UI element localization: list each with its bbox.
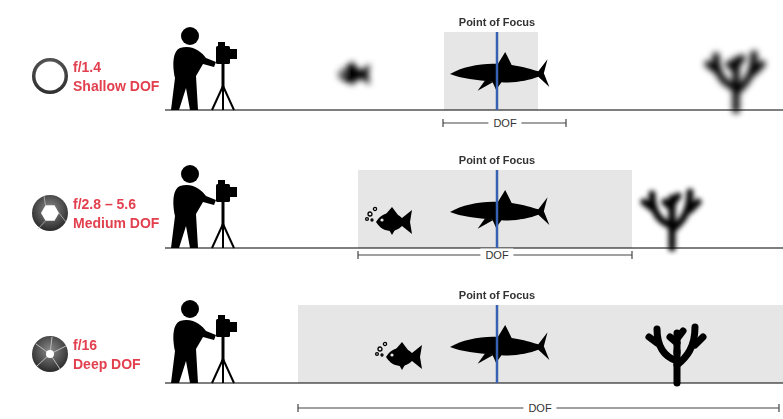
aperture-value: f/2.8 – 5.6 [73,196,136,213]
dof-type: Shallow DOF [73,78,159,95]
blurred-coral [708,54,762,110]
dof-label: DOF [488,117,521,130]
ground-line [165,110,783,383]
focus-label: Point of Focus [459,16,535,28]
blurred-fish [338,61,370,86]
aperture-icon [32,58,68,94]
photographer [171,165,237,248]
dof-type: Medium DOF [73,215,159,232]
blurred-coral [644,192,698,248]
aperture-icon [32,195,68,231]
dof-label: DOF [480,249,513,262]
focus-label: Point of Focus [459,154,535,166]
dof-band: Point of Focus [358,170,632,248]
aperture-value: f/16 [73,337,97,354]
photographer [171,27,237,110]
dof-label: DOF [523,402,556,415]
dof-type: Deep DOF [73,356,141,373]
focus-label: Point of Focus [459,289,535,301]
aperture-value: f/1.4 [73,59,101,76]
aperture-icon [32,336,68,372]
dof-band: Point of Focus [444,32,538,110]
dof-band: Point of Focus [298,305,783,383]
photographer [171,300,237,383]
